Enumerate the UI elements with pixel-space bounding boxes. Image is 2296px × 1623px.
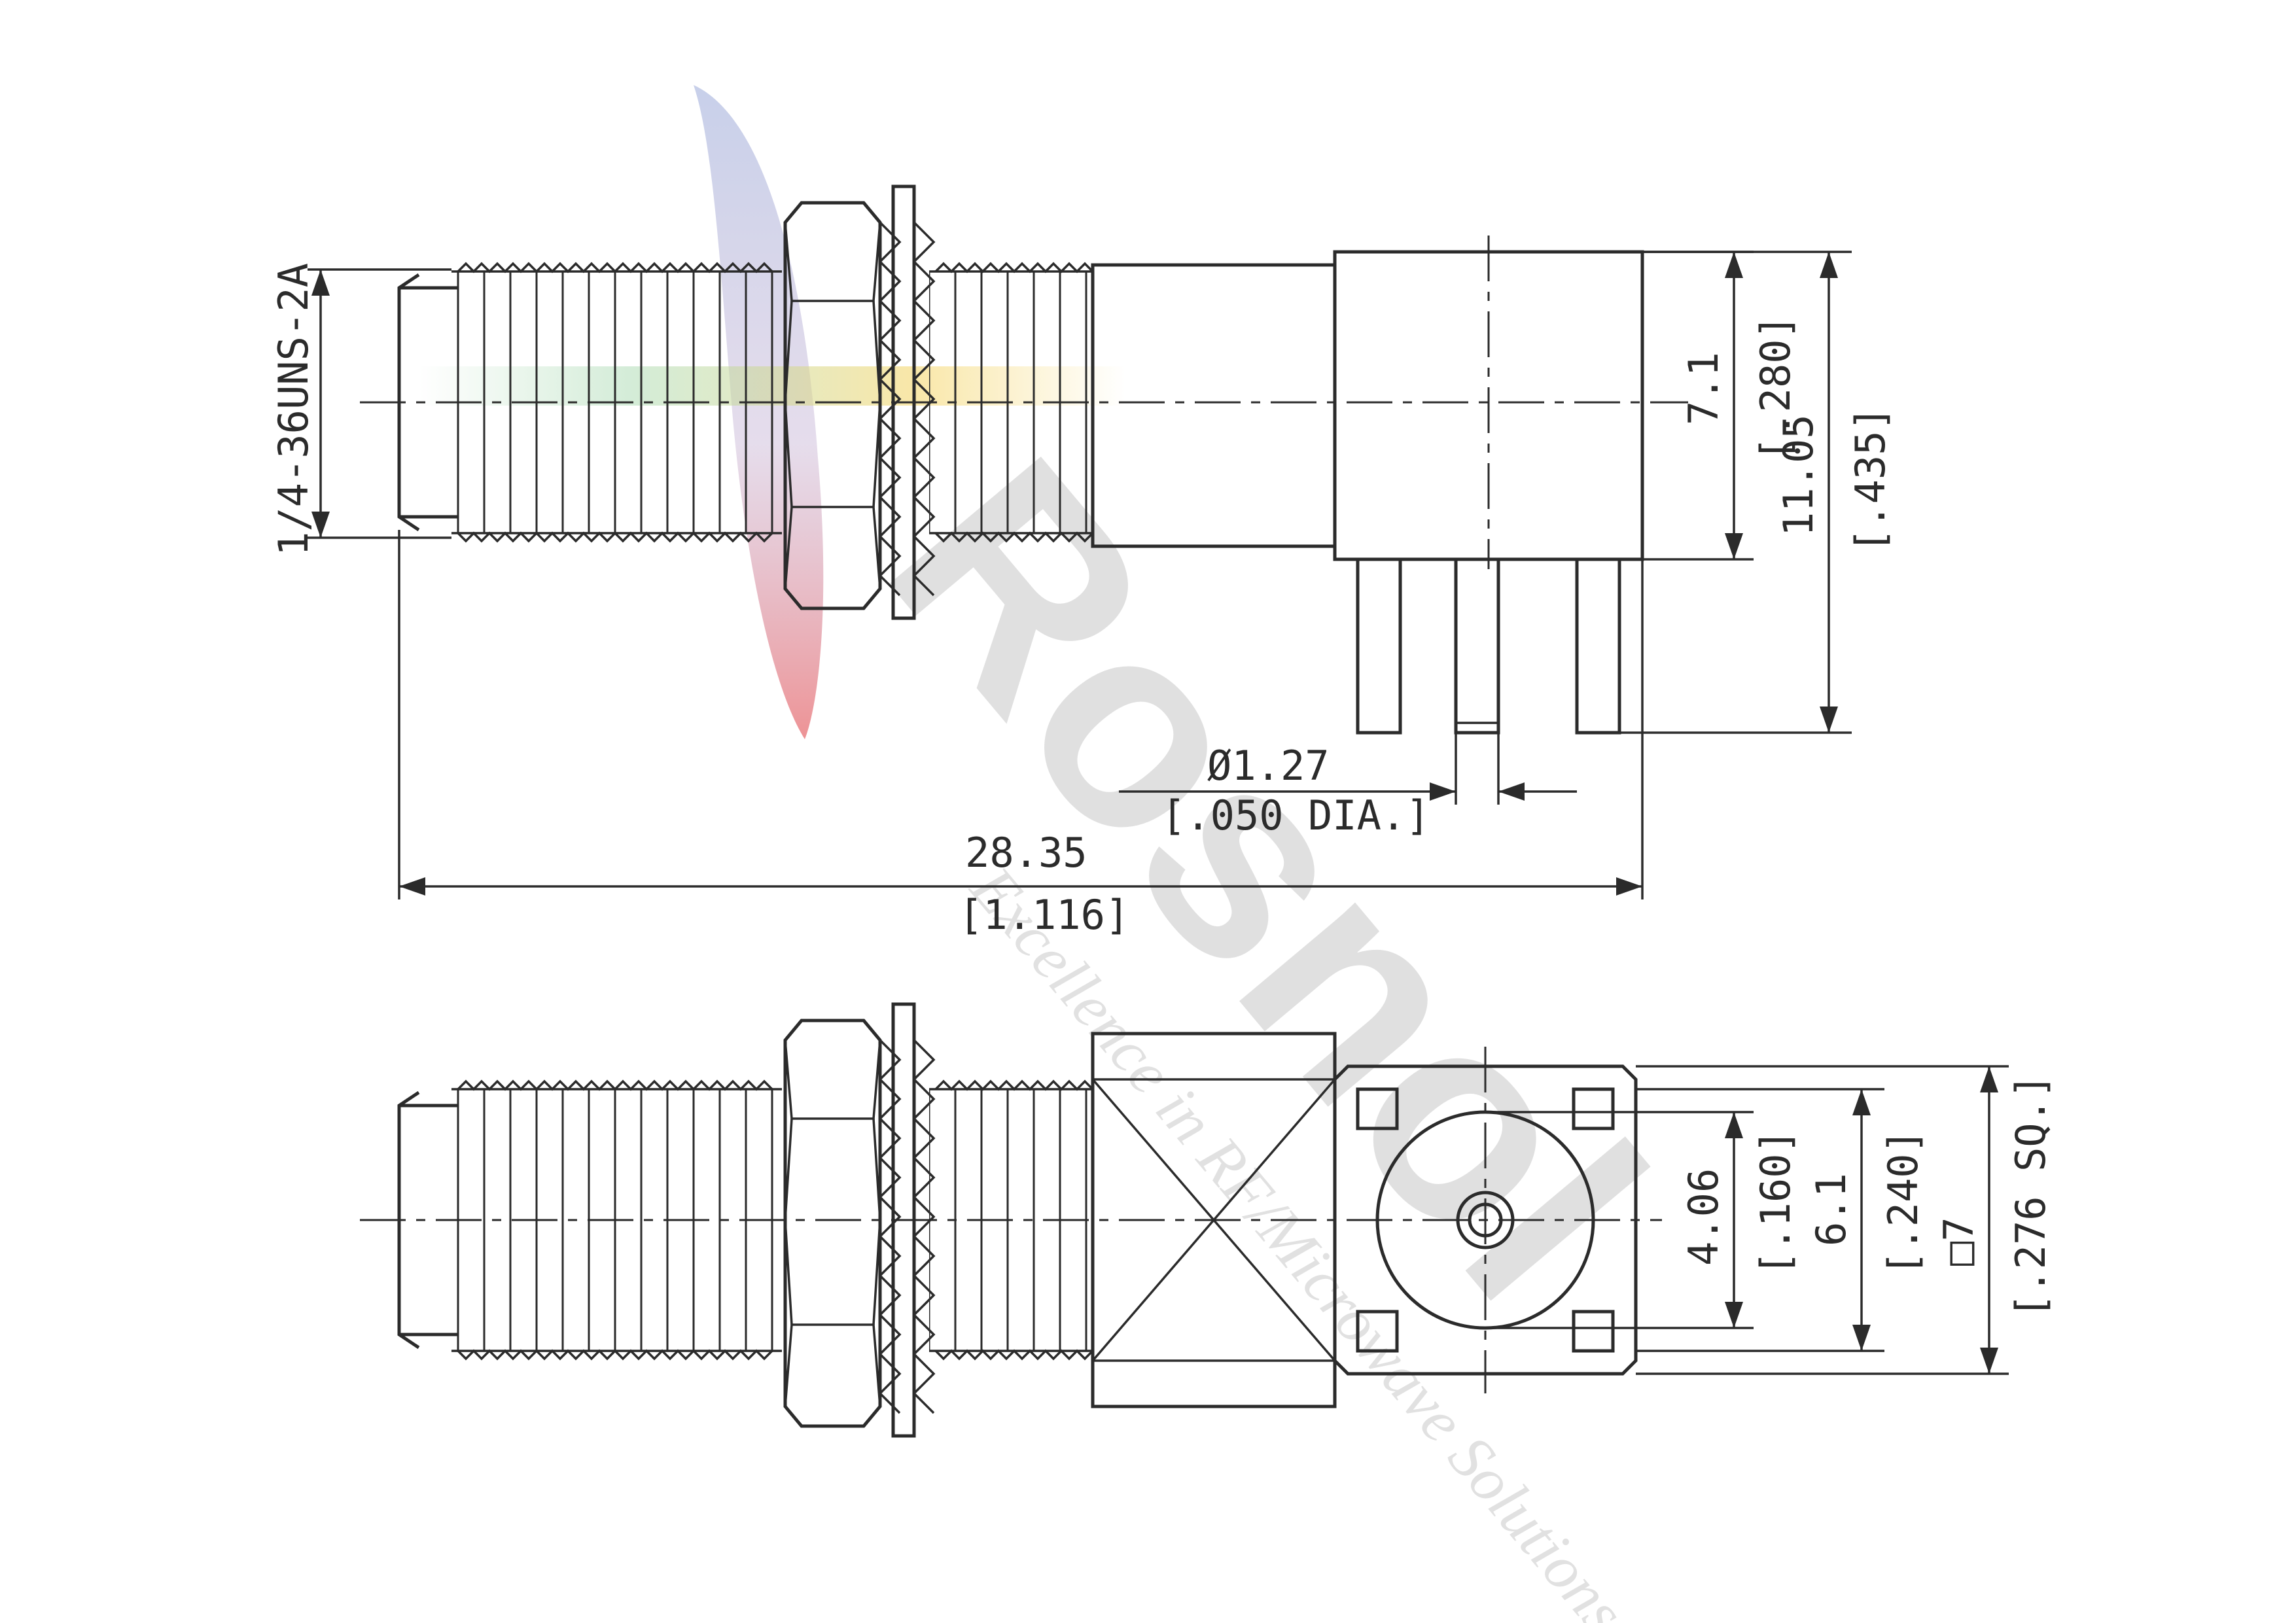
length-mm: 28.35 [965, 829, 1087, 877]
square-in: [.276 SQ.] [2007, 1074, 2055, 1318]
body-height-mm: 7.1 [1680, 352, 1727, 425]
pin-dia-in: [.050 DIA.] [1161, 792, 1430, 839]
pin-spacing-mm: 6.1 [1807, 1173, 1855, 1246]
thread-label: 1/4-36UNS-2A [270, 263, 317, 556]
barrel-mm: 4.06 [1680, 1168, 1727, 1266]
center-pin [1454, 557, 1500, 735]
total-height-mm: 11.05 [1775, 414, 1822, 536]
total-height-dimension: 11.05 [.435] [1619, 251, 1894, 734]
pcb-pin-right [1575, 557, 1621, 735]
square-dimension: □7 [.276 SQ.] [1636, 1065, 2055, 1375]
hex-nut-lower [783, 1019, 882, 1428]
front-view [360, 1002, 1662, 1438]
barrel-dimension: 4.06 [.160] [1485, 1111, 1799, 1329]
pad-bottom-left [1356, 1310, 1399, 1353]
pcb-pin-left [1356, 557, 1402, 735]
pad-top-left [1356, 1087, 1399, 1130]
pad-bottom-right [1572, 1310, 1615, 1353]
pin-dia-mm: Ø1.27 [1207, 742, 1330, 790]
total-height-in: [.435] [1846, 406, 1894, 553]
length-in: [1.116] [959, 891, 1129, 939]
pad-top-right [1572, 1087, 1615, 1130]
pin-diameter-dimension: Ø1.27 [.050 DIA.] [1119, 733, 1577, 839]
side-view [360, 184, 1688, 735]
body-height-dimension: 7.1 [.280] [1642, 251, 1799, 561]
body-height-in: [.280] [1752, 315, 1799, 461]
pin-spacing-in: [.240] [1879, 1129, 1927, 1276]
lock-washer [878, 221, 902, 597]
barrel-in: [.160] [1752, 1129, 1799, 1276]
pin-spacing-dimension: 6.1 [.240] [1636, 1088, 1927, 1352]
length-dimension: 28.35 [1.116] [398, 530, 1644, 939]
square-mm: □7 [1935, 1217, 1983, 1266]
thread-dimension: 1/4-36UNS-2A [270, 263, 451, 556]
